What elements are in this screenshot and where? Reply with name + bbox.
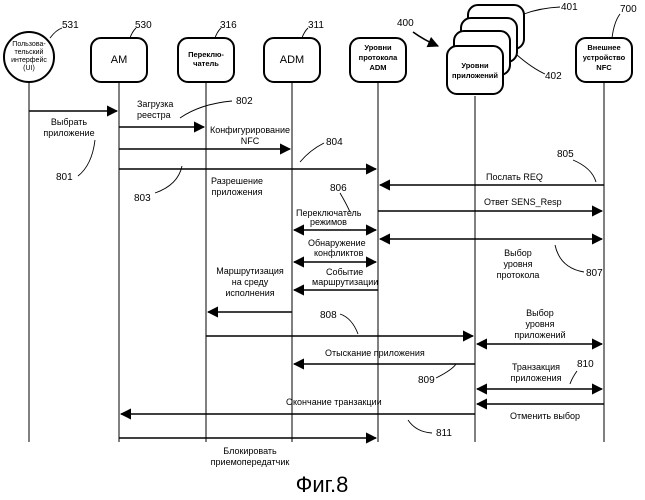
ui-label-1: Пользова-	[12, 41, 46, 48]
adm-label: ADM	[280, 54, 304, 66]
app-transaction-label-1: Транзакция	[512, 362, 560, 372]
nfc-label-1: Внешнее	[587, 43, 620, 52]
apps-actor: Уровни приложений	[447, 5, 524, 94]
conflict-detect-label-1: Обнаружение	[308, 238, 366, 248]
route-exec-label-3: исполнения	[225, 288, 274, 298]
ref-810: 810	[577, 359, 594, 370]
apps-side-ref: 402	[545, 71, 562, 82]
send-req-label: Послать REQ	[486, 172, 543, 182]
transaction-end-label: Окончание транзакции	[286, 397, 382, 407]
adm-actor: ADM	[264, 38, 320, 82]
protocol-actor: Уровни протокола ADM	[350, 38, 406, 82]
select-app-label-2: приложение	[43, 128, 94, 138]
apps-label-1: Уровни	[461, 61, 489, 70]
block-transceiver-label-2: приемопередатчик	[211, 457, 290, 467]
apps-group-ref: 400	[397, 18, 414, 29]
protocol-label-3: ADM	[369, 63, 386, 72]
ui-ref: 531	[62, 20, 79, 31]
routing-event-label-1: Событие	[326, 267, 363, 277]
am-actor: AM	[91, 38, 147, 82]
protocol-select-label-2: уровня	[503, 259, 532, 269]
mode-switch-label-2: режимов	[310, 217, 347, 227]
protocol-label-2: протокола	[359, 53, 398, 62]
registry-load-label-2: реестра	[137, 110, 171, 120]
app-level-select-label-3: приложений	[514, 330, 565, 340]
nfc-label-3: NFC	[596, 63, 612, 72]
nfc-actor: Внешнее устройство NFC	[576, 38, 632, 82]
configure-nfc-label-2: NFC	[241, 136, 260, 146]
protocol-select-label-1: Выбор	[504, 248, 532, 258]
app-lookup-label: Отыскание приложения	[325, 348, 425, 358]
am-ref: 530	[135, 20, 152, 31]
ui-actor: Пользова- тельский интерфейс (UI)	[4, 32, 54, 82]
route-exec-label-2: на среду	[232, 277, 269, 287]
ref-807: 807	[586, 268, 603, 279]
am-label: AM	[111, 54, 128, 66]
app-level-select-label-2: уровня	[525, 319, 554, 329]
ref-811: 811	[436, 428, 452, 439]
switch-actor: Переклю- чатель	[178, 38, 234, 82]
cancel-select-label: Отменить выбор	[510, 411, 580, 421]
sens-resp-label: Ответ SENS_Resp	[484, 197, 562, 207]
ref-802: 802	[236, 96, 253, 107]
switch-label-2: чатель	[193, 59, 219, 68]
figure-caption: Фиг.8	[296, 472, 349, 497]
select-app-label-1: Выбрать	[51, 117, 88, 127]
nfc-ref: 700	[620, 4, 637, 15]
ref-809: 809	[418, 375, 435, 386]
app-level-select-label-1: Выбор	[526, 308, 554, 318]
ui-label-3: интерфейс	[11, 56, 47, 64]
nfc-label-2: устройство	[583, 53, 626, 62]
apps-top-ref: 401	[561, 2, 578, 13]
route-exec-label-1: Маршрутизация	[216, 266, 284, 276]
protocol-label-1: Уровни	[364, 43, 392, 52]
switch-ref: 316	[220, 20, 237, 31]
app-permission-label-1: Разрешение	[211, 176, 263, 186]
ref-805: 805	[557, 149, 574, 160]
app-permission-label-2: приложения	[211, 187, 262, 197]
block-transceiver-label-1: Блокировать	[223, 446, 277, 456]
app-transaction-label-2: приложения	[510, 373, 561, 383]
configure-nfc-label-1: Конфигурирование	[210, 125, 290, 135]
conflict-detect-label-2: конфликтов	[314, 248, 364, 258]
adm-ref: 311	[308, 20, 324, 31]
ref-801: 801	[56, 172, 73, 183]
ui-label-4: (UI)	[23, 65, 35, 72]
ref-803: 803	[134, 193, 151, 204]
ref-808: 808	[320, 310, 337, 321]
apps-label-2: приложений	[452, 71, 498, 80]
routing-event-label-2: маршрутизации	[312, 277, 378, 287]
registry-load-label-1: Загрузка	[137, 99, 173, 109]
switch-label-1: Переклю-	[188, 50, 224, 59]
ref-806: 806	[330, 183, 347, 194]
protocol-select-label-3: протокола	[497, 270, 540, 280]
ui-label-2: тельский	[15, 48, 44, 56]
ref-804: 804	[326, 137, 343, 148]
